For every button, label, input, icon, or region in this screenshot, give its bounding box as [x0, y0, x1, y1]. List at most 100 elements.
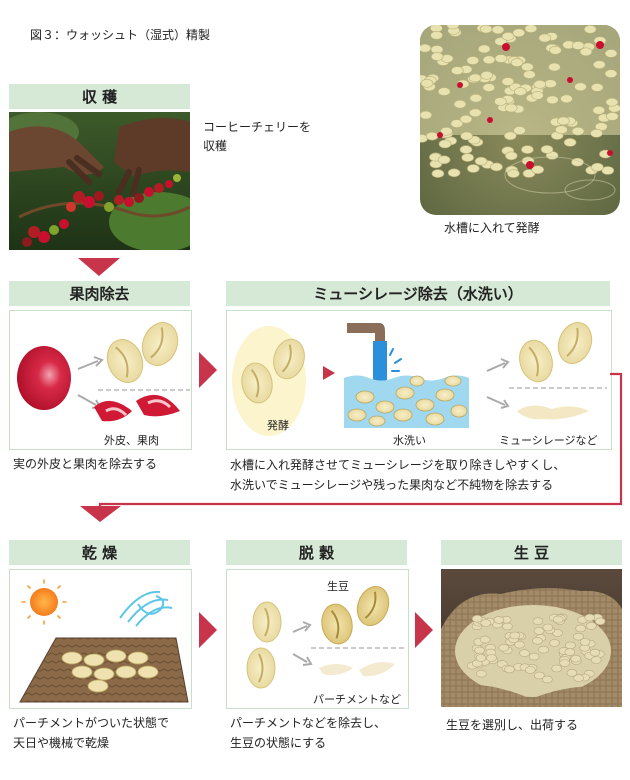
hulling-caption-line2: 生豆の状態にする: [230, 736, 327, 750]
bean-texture: [466, 56, 480, 65]
harvest-caption-line1: コーヒーチェリーを: [203, 120, 312, 134]
bean-texture: [482, 83, 496, 92]
bean-texture: [430, 31, 443, 40]
bean-texture: [479, 25, 493, 34]
pulping-caption: 実の外皮と果肉を除去する: [13, 457, 158, 471]
bean-texture: [570, 654, 582, 663]
cherry-icon: [17, 346, 71, 410]
bean-texture: [514, 640, 525, 649]
bean-texture: [604, 69, 618, 79]
bean-texture: [548, 62, 561, 72]
bean-texture: [593, 60, 606, 70]
bean-texture: [542, 675, 553, 684]
bean-texture: [563, 138, 577, 147]
bean-texture: [564, 648, 576, 656]
faucet-icon: [347, 323, 385, 341]
bean-texture: [575, 624, 586, 633]
hulling-panel: 生豆 パーチメントなど: [226, 569, 409, 709]
bean-texture: [584, 613, 596, 622]
drying-caption-line1: パーチメントがついた状態で: [13, 716, 170, 730]
bean-texture: [502, 622, 513, 631]
mucilage-caption-line1: 水槽に入れ発酵させてミューシレージを取り除きしやすくし、: [230, 458, 566, 472]
bean-texture: [565, 641, 576, 650]
bean-texture: [532, 637, 543, 645]
bean-texture: [519, 649, 530, 657]
fermentation-tank-caption: 水槽に入れて発酵: [444, 221, 540, 235]
bean-texture: [430, 52, 444, 61]
bean-texture: [542, 623, 554, 632]
bean-texture: [592, 106, 606, 115]
mucilage-residue-label: ミューシレージなど: [499, 434, 598, 447]
figure-title: 図３：ウォッシュト（湿式）精製: [30, 28, 211, 42]
bean-texture: [479, 635, 491, 644]
bean-texture: [420, 78, 434, 88]
bean-texture: [521, 62, 534, 72]
bean-texture: [494, 37, 507, 46]
mucilage-caption-line2: 水洗いでミューシレージや残った果肉など不純物を除去する: [230, 478, 554, 492]
bean-texture: [531, 91, 544, 100]
bean-texture: [555, 125, 568, 134]
mucilage-header: ミューシレージ除去（水洗い）: [226, 281, 610, 306]
bean-texture: [552, 615, 564, 624]
bean-texture: [430, 45, 444, 54]
bean-texture: [573, 674, 584, 682]
harvest-caption-line2: 収穫: [203, 139, 228, 153]
bean-texture: [559, 659, 570, 667]
bean-texture: [440, 127, 453, 136]
bean-texture: [459, 114, 473, 124]
bean-texture: [586, 622, 597, 630]
bean-texture: [468, 108, 482, 118]
bean-texture: [538, 645, 549, 654]
bean-texture: [501, 32, 515, 41]
bean-texture: [491, 25, 505, 35]
bean-texture: [437, 87, 451, 96]
green-bean-header: 生 豆: [441, 540, 622, 565]
bean-texture: [460, 131, 473, 141]
bean-texture: [425, 131, 439, 141]
bean-texture: [504, 103, 518, 113]
bean-texture: [490, 162, 503, 172]
bean-texture: [477, 44, 491, 54]
bean-texture: [509, 631, 521, 640]
bean-texture: [551, 664, 562, 673]
pulping-skin-label: 外皮、果肉: [104, 434, 159, 447]
bean-texture: [468, 73, 482, 83]
bean-texture: [420, 43, 432, 53]
bean-texture: [566, 669, 578, 677]
mucilage-panel: 発酵 水洗い ミューシレージなど: [226, 310, 612, 450]
right-arrow: [199, 352, 217, 388]
bean-texture: [494, 54, 508, 63]
bean-texture: [523, 70, 536, 79]
bean-texture: [480, 70, 493, 80]
bean-texture: [604, 49, 618, 58]
bean-texture: [544, 79, 557, 89]
bean-texture: [579, 47, 593, 57]
bean-texture: [512, 28, 526, 38]
hulling-header: 脱 穀: [226, 540, 407, 565]
bean-texture: [450, 66, 464, 75]
bean-texture: [459, 145, 473, 154]
bean-texture: [469, 93, 483, 103]
bean-texture: [438, 139, 452, 149]
bean-texture: [606, 112, 619, 121]
bean-texture: [437, 155, 451, 165]
bean-texture: [521, 145, 534, 154]
bean-texture: [590, 129, 603, 138]
bean-texture: [549, 639, 560, 647]
drying-header: 乾 燥: [9, 540, 190, 565]
bean-texture: [574, 82, 587, 92]
bean-texture: [494, 97, 507, 106]
bean-texture: [501, 77, 515, 86]
bean-texture: [573, 632, 584, 641]
pulping-header: 果肉除去: [9, 281, 190, 306]
bean-texture: [590, 83, 604, 92]
bean-texture: [579, 638, 591, 646]
bean-texture: [420, 110, 433, 120]
green-bean-caption: 生豆を選別し、出荷する: [446, 718, 579, 732]
bean-texture: [546, 95, 559, 105]
bean-texture: [476, 669, 487, 678]
drying-caption-line2: 天日や機械で乾燥: [13, 736, 110, 750]
bean-texture: [474, 156, 488, 166]
bean-texture: [589, 648, 601, 657]
bean-texture: [590, 656, 602, 664]
